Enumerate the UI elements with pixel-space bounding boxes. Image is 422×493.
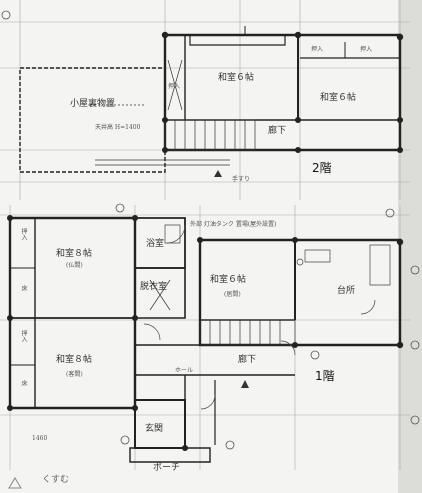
floor2-closet-a: 押入 bbox=[311, 46, 324, 53]
floor2-label: 2階 bbox=[312, 161, 332, 175]
floor1-closet-left-a: 押入 bbox=[20, 228, 27, 240]
floor1-closet-left-c: 押入 bbox=[20, 330, 27, 342]
floor2-railing bbox=[90, 105, 230, 165]
north-arrows bbox=[214, 170, 249, 388]
brand-name: くすむ bbox=[42, 475, 70, 485]
floor2-stair bbox=[165, 60, 255, 150]
floor2-railing-label: 手すり bbox=[232, 176, 251, 183]
floor1-room-bath: 浴室 bbox=[146, 239, 165, 249]
floor2-room-hallway: 廊下 bbox=[268, 126, 287, 136]
floor1-fixtures bbox=[165, 225, 390, 285]
floor1-room-washitsu8-b-sub: (客間) bbox=[66, 371, 83, 378]
floor1-closet-left-b: 床 bbox=[20, 285, 27, 291]
brand-logo-icon bbox=[8, 477, 22, 489]
floor2-room-washitsu-b: 和室６帖 bbox=[320, 93, 357, 103]
floor1-room-washitsu8-a-sub: (仏間) bbox=[66, 262, 83, 269]
floor2-columns bbox=[161, 31, 404, 153]
brand-mark bbox=[8, 474, 22, 489]
floor1-label: 1階 bbox=[315, 369, 335, 383]
floor1-stair bbox=[150, 280, 295, 345]
floor1-room-porch: ポーチ bbox=[153, 463, 181, 473]
floor1-walls bbox=[10, 218, 400, 462]
floor1-room-hall: ホール bbox=[175, 367, 194, 374]
floor2-room-storage: 小屋裏物置 bbox=[70, 99, 116, 109]
floor1-columns bbox=[7, 215, 404, 451]
floor1-room-hallway: 廊下 bbox=[238, 355, 257, 365]
floor2-closet-b: 押入 bbox=[360, 46, 373, 53]
floor1-room-washitsu6-sub: (居間) bbox=[224, 291, 241, 298]
floor2-closet-c: 押入 bbox=[168, 83, 181, 90]
floor1-room-washitsu8-a: 和室８帖 bbox=[56, 249, 93, 259]
grid-markers bbox=[1, 10, 420, 450]
floor1-dimension: 1460 bbox=[32, 435, 48, 442]
floor2-room-washitsu-a: 和室６帖 bbox=[218, 73, 255, 83]
floor1-tank-note: 外部 灯油タンク 置場(屋外設置) bbox=[190, 221, 277, 228]
floor1-room-kitchen: 台所 bbox=[337, 286, 356, 296]
floor2-storage-note: 天井高 H=1400 bbox=[95, 124, 141, 131]
floor1-closet-left-d: 床 bbox=[20, 380, 27, 386]
floor1-room-washitsu6: 和室６帖 bbox=[210, 275, 247, 285]
floor1-room-washitsu8-b: 和室８帖 bbox=[56, 355, 93, 365]
floor1-room-entrance: 玄関 bbox=[145, 424, 164, 434]
floor1-room-dressing: 脱衣室 bbox=[140, 282, 168, 292]
